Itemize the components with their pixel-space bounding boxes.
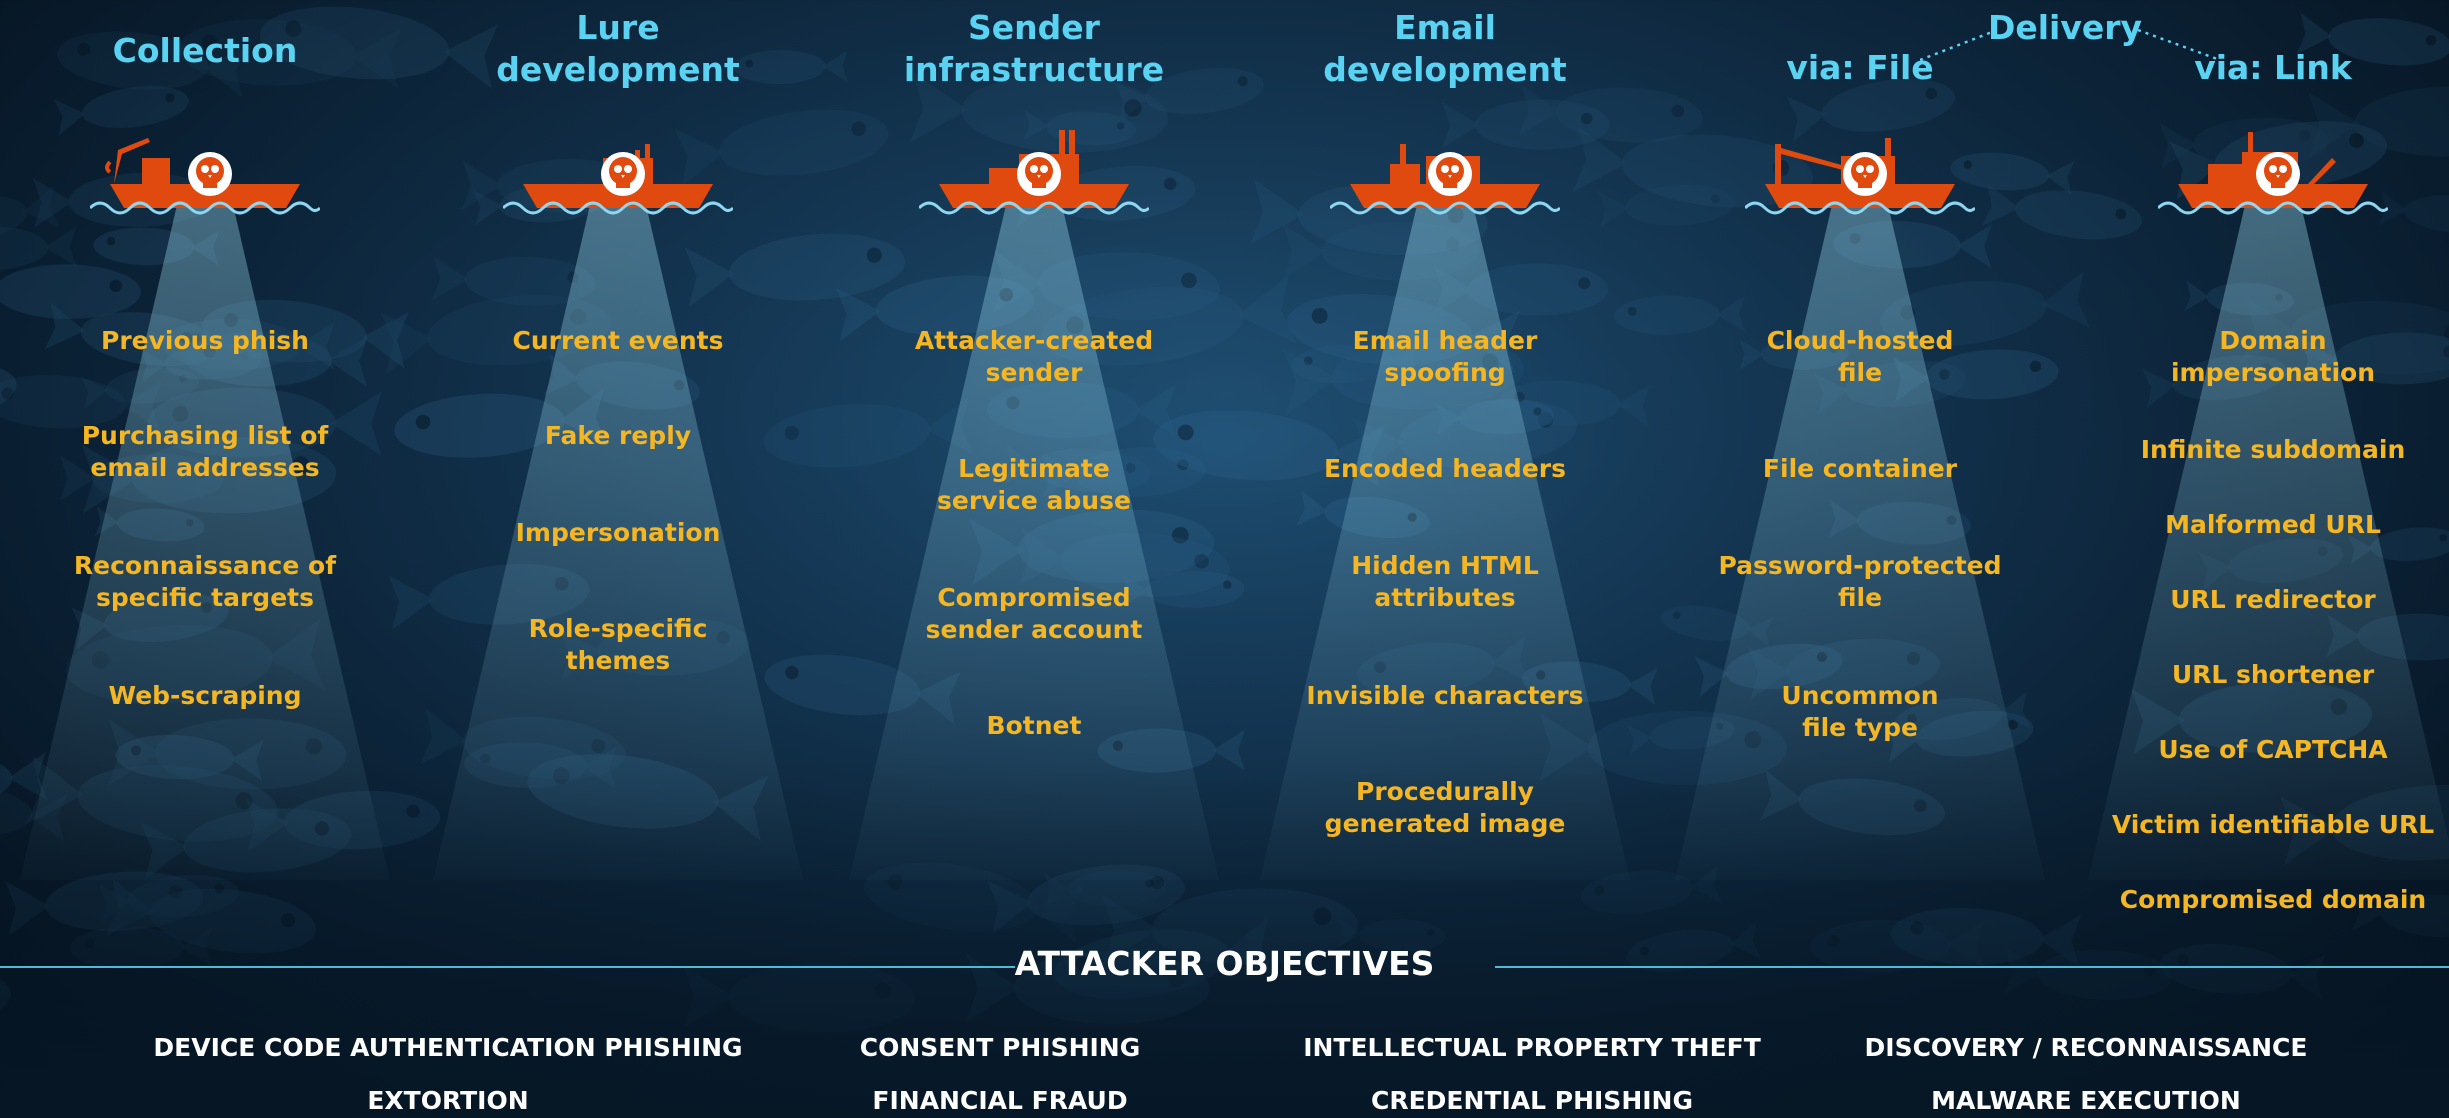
technique-item: Reconnaissance of specific targets xyxy=(73,551,337,612)
light-beam xyxy=(20,205,390,880)
technique-item: Role-specific themes xyxy=(528,614,708,675)
objectives-divider-left xyxy=(0,966,1015,968)
skull-icon xyxy=(2256,152,2300,196)
technique-item: Botnet xyxy=(986,711,1082,740)
column-title: Email development xyxy=(1323,8,1567,89)
technique-item: Compromised domain xyxy=(2119,885,2427,914)
delivery-connector xyxy=(1920,28,2221,62)
technique-item: Malformed URL xyxy=(2165,510,2381,539)
technique-item: Fake reply xyxy=(544,421,692,450)
technique-item: Password-protected file xyxy=(1718,551,2002,612)
ship-icon xyxy=(1330,144,1560,215)
skull-icon xyxy=(188,152,232,196)
delivery-label: Delivery xyxy=(1987,8,2143,47)
technique-item: Compromised sender account xyxy=(925,583,1143,644)
skull-icon xyxy=(1428,152,1472,196)
technique-item: Attacker-created sender xyxy=(914,326,1154,387)
technique-item: Current events xyxy=(512,326,724,355)
ship-icon xyxy=(90,138,320,215)
light-beam xyxy=(433,205,803,880)
technique-item: Purchasing list of email addresses xyxy=(81,421,329,482)
objective-item: DEVICE CODE AUTHENTICATION PHISHING xyxy=(153,1033,743,1062)
objectives-divider-right xyxy=(1495,966,2449,968)
light-beam xyxy=(849,205,1219,880)
objective-item: MALWARE EXECUTION xyxy=(1931,1086,2241,1115)
skull-icon xyxy=(601,152,645,196)
light-beam xyxy=(2088,205,2449,880)
objectives-title: ATTACKER OBJECTIVES xyxy=(1014,944,1435,983)
technique-item: Use of CAPTCHA xyxy=(2158,735,2388,764)
technique-item: Invisible characters xyxy=(1306,681,1584,710)
skull-icon xyxy=(1843,152,1887,196)
objective-item: INTELLECTUAL PROPERTY THEFT xyxy=(1303,1033,1761,1062)
objective-item: EXTORTION xyxy=(367,1086,529,1115)
objective-item: DISCOVERY / RECONNAISSANCE xyxy=(1864,1033,2308,1062)
ship-icon xyxy=(1745,138,1975,215)
technique-item: Cloud-hosted file xyxy=(1766,326,1954,387)
column-title: Lure development xyxy=(496,8,740,89)
ship-icon xyxy=(503,144,733,215)
objective-item: CONSENT PHISHING xyxy=(859,1033,1141,1062)
technique-item: Web-scraping xyxy=(108,681,302,710)
technique-item: URL redirector xyxy=(2170,585,2376,614)
ship-icon xyxy=(2158,132,2388,215)
ship-icon xyxy=(919,130,1149,215)
technique-item: Uncommon file type xyxy=(1781,681,1939,742)
technique-item: File container xyxy=(1762,454,1958,483)
column-sender-infrastructure: Sender infrastructure Attacker-created s… xyxy=(849,0,1219,930)
technique-item: Procedurally generated image xyxy=(1324,777,1566,838)
light-beam xyxy=(1675,205,2045,880)
column-title: Collection xyxy=(112,31,298,70)
technique-item: Encoded headers xyxy=(1323,454,1566,483)
technique-item: Domain impersonation xyxy=(2170,326,2376,387)
technique-item: Victim identifiable URL xyxy=(2111,810,2435,839)
column-title: via: Link xyxy=(2194,48,2352,87)
column-title: via: File xyxy=(1786,48,1934,87)
technique-item: Hidden HTML attributes xyxy=(1351,551,1539,612)
objective-item: CREDENTIAL PHISHING xyxy=(1371,1086,1693,1115)
technique-item: URL shortener xyxy=(2171,660,2375,689)
technique-item: Infinite subdomain xyxy=(2140,435,2406,464)
technique-item: Email header spoofing xyxy=(1352,326,1538,387)
objective-item: FINANCIAL FRAUD xyxy=(872,1086,1128,1115)
technique-item: Impersonation xyxy=(515,518,721,547)
skull-icon xyxy=(1017,152,1061,196)
technique-item: Legitimate service abuse xyxy=(937,454,1131,515)
column-title: Sender infrastructure xyxy=(903,8,1165,89)
light-beam xyxy=(1260,205,1630,880)
technique-item: Previous phish xyxy=(101,326,309,355)
